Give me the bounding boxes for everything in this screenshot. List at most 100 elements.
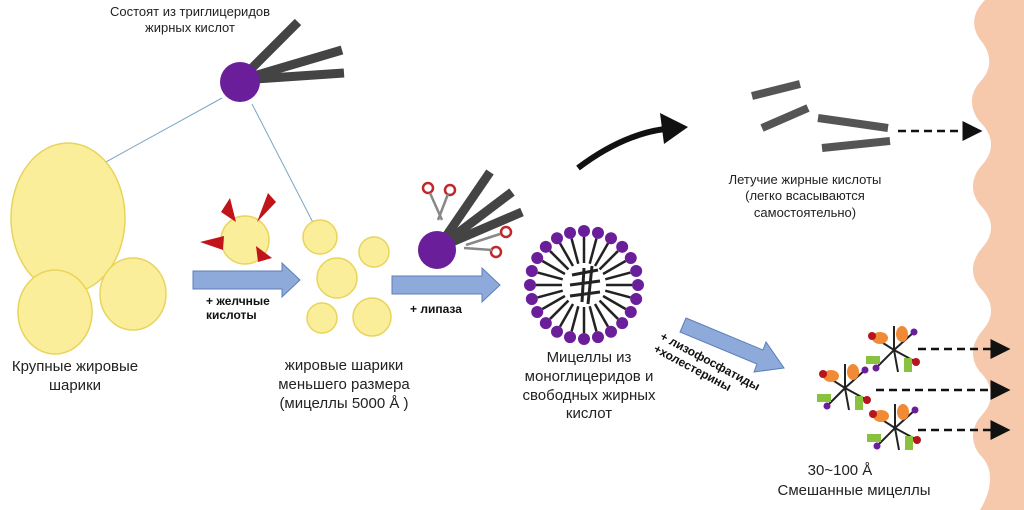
- micelle-head: [525, 265, 538, 278]
- micelle-head: [630, 265, 643, 278]
- mixed-micelle-part: [869, 410, 877, 418]
- mixed-micelle-part: [873, 442, 881, 450]
- mixed-micelle-part: [847, 364, 859, 380]
- micelle-head: [551, 232, 563, 245]
- micelle: [524, 225, 644, 345]
- micelle-tail: [541, 259, 566, 276]
- micelle-tail: [604, 289, 631, 299]
- triglyceride-molecule: [220, 18, 345, 102]
- label-mixed-size: 30~100 Å: [807, 462, 873, 479]
- mixed-micelle-part: [896, 326, 908, 342]
- mixed-micelle-part: [819, 370, 827, 378]
- micelle-head: [605, 232, 617, 245]
- mixed-micelle-part: [913, 436, 921, 444]
- volatile-fatty-acids: [751, 80, 891, 152]
- scissors-icon: [421, 181, 457, 221]
- mixed-micelle-part: [823, 370, 839, 382]
- micelle-tail: [604, 271, 631, 281]
- arrow-lyso: [679, 317, 785, 373]
- micelle-tail: [598, 299, 619, 320]
- micelle-head: [578, 225, 590, 237]
- micelle-head: [624, 306, 637, 318]
- label-small-droplets: жировые шарики меньшего размера (мицеллы…: [278, 357, 410, 412]
- label-micelles: Мицеллы из моноглицеридов и свободных жи…: [522, 349, 656, 423]
- mixed-micelle-part: [861, 366, 869, 374]
- mixed-micelle-part: [905, 436, 913, 450]
- label-volatile: Летучие жирные кислоты (легко всасываютс…: [728, 172, 882, 220]
- mixed-micelle-part: [823, 402, 831, 410]
- label-lipase: + липаза: [410, 302, 462, 316]
- micelle-head: [539, 240, 552, 253]
- label-large-droplets: Крупные жировые шарики: [11, 358, 139, 394]
- label-triglyceride: Состоят из триглицеридов жирных кислот: [109, 4, 271, 36]
- micelle-tail: [602, 294, 627, 311]
- mixed-micelle-part: [904, 358, 912, 372]
- micelle-head: [551, 325, 563, 338]
- mixed-micelle-tail: [894, 427, 900, 451]
- micelle-head: [605, 325, 617, 338]
- mixed-micelle-tail: [893, 349, 917, 363]
- arrow-bile: [192, 261, 301, 299]
- micelle-tail: [588, 238, 598, 265]
- mixed-micelle-part: [867, 434, 881, 442]
- micelle-head: [616, 317, 629, 330]
- micelle-head: [591, 331, 604, 344]
- micelle-tail: [602, 259, 627, 276]
- mixed-micelle-part: [863, 396, 871, 404]
- micelle-tail: [537, 271, 564, 281]
- mixed-micelle-part: [910, 328, 918, 336]
- micelle-tail: [549, 250, 570, 271]
- micelle-tail: [558, 303, 575, 328]
- micelle-tail: [541, 294, 566, 311]
- lead-line-small: [251, 103, 323, 241]
- mixed-micelle: [867, 404, 921, 451]
- label-bile-acids: + желчные кислоты: [206, 294, 270, 322]
- lipase-molecule: [418, 169, 524, 269]
- scissors-icon: [463, 225, 513, 259]
- mixed-micelle-tail: [826, 387, 846, 407]
- micelle-head: [524, 279, 536, 291]
- mixed-micelle-part: [897, 404, 909, 420]
- micelle-head: [531, 252, 544, 264]
- mixed-micelle-part: [872, 332, 888, 344]
- mixed-micelle-tail: [894, 427, 918, 441]
- micelle-head: [624, 252, 637, 264]
- mixed-micelle-tail: [893, 349, 899, 373]
- micelle-head: [564, 226, 577, 239]
- intestinal-wall: [971, 0, 1024, 510]
- micelle-head: [539, 317, 552, 330]
- micelle-tail: [558, 242, 575, 267]
- mixed-micelle-part: [911, 406, 919, 414]
- lead-line-large: [94, 97, 223, 169]
- mixed-micelle-part: [817, 394, 831, 402]
- mixed-micelle: [817, 364, 871, 411]
- small-fat-droplets: [302, 219, 392, 337]
- micelle-tail: [598, 250, 619, 271]
- mixed-micelle-part: [868, 332, 876, 340]
- label-mixed: Смешанные мицеллы: [777, 482, 931, 499]
- micelle-tail: [593, 303, 610, 328]
- mixed-micelle-part: [855, 396, 863, 410]
- micelle-head: [531, 306, 544, 318]
- mixed-micelle-tail: [875, 349, 895, 369]
- large-fat-droplets: [10, 142, 167, 355]
- mixed-micelle: [866, 326, 920, 373]
- mixed-micelle-tail: [876, 427, 896, 447]
- micelle-head: [616, 240, 629, 253]
- micelle-head: [525, 292, 538, 305]
- curved-arrow-head: [660, 113, 688, 144]
- micelle-tail: [549, 299, 570, 320]
- micelle-head: [630, 292, 643, 305]
- arrow-lipase: [391, 266, 501, 304]
- mixed-micelle-part: [912, 358, 920, 366]
- micelle-core-tails: [569, 265, 601, 305]
- micelle-head: [578, 333, 590, 345]
- micelle-tail: [570, 305, 580, 332]
- bile-acid-droplet: [200, 193, 276, 265]
- mixed-micelle-part: [873, 410, 889, 422]
- mixed-micelles: [817, 326, 921, 451]
- mixed-micelle-part: [866, 356, 880, 364]
- micelle-head: [564, 331, 577, 344]
- mixed-micelle-tail: [844, 387, 850, 411]
- mixed-micelle-tail: [844, 387, 868, 401]
